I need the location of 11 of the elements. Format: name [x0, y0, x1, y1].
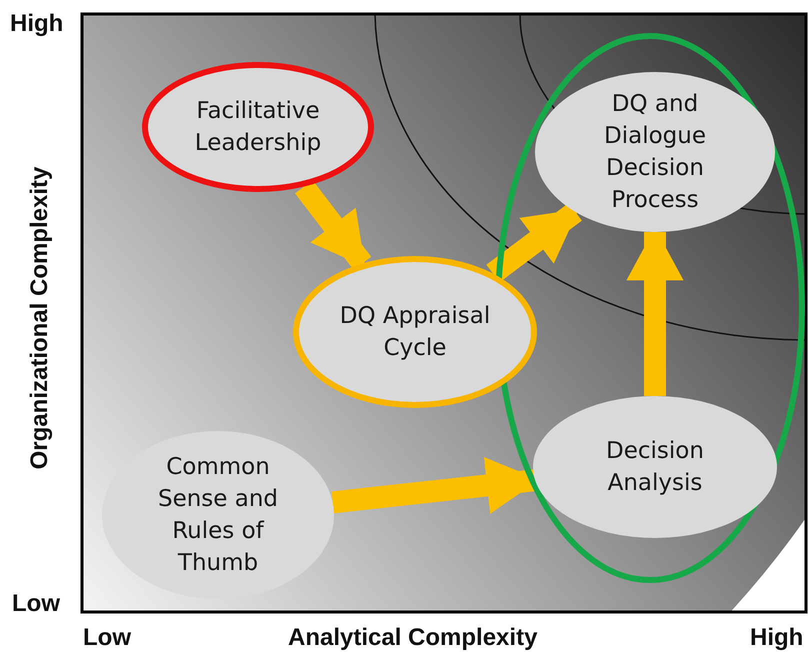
node-text: Common Sense and Rules of Thumb	[156, 453, 280, 578]
axis-title: Organizational Complexity	[26, 166, 54, 470]
axis-label: Low	[83, 624, 131, 652]
axis-title: Analytical Complexity	[288, 624, 538, 652]
axis-label: High	[750, 624, 804, 652]
axis-label: Low	[12, 590, 60, 618]
axis-label: High	[10, 10, 64, 38]
node-text: Decision Analysis	[605, 437, 705, 498]
node-text: DQ Appraisal Cycle	[338, 302, 492, 363]
node-text: DQ and Dialogue Decision Process	[603, 90, 707, 215]
node-text: Facilitative Leadership	[194, 97, 322, 158]
